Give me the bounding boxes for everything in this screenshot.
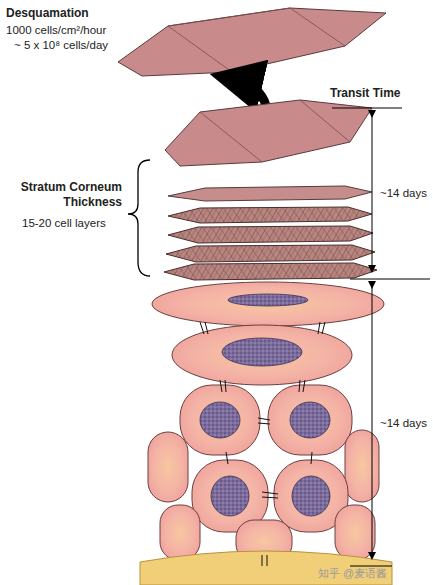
layer-count: 15-20 cell layers [22, 216, 106, 230]
duration-label: ~14 days [380, 186, 427, 200]
scale-title: Transit Time [330, 86, 400, 101]
rate-note: 1000 cells/cm²/hour [6, 23, 106, 37]
process-title: Desquamation [6, 6, 89, 21]
rate-note: ~ 5 x 10⁸ cells/day [14, 38, 108, 52]
duration-label: ~14 days [380, 416, 427, 430]
layer-name: Stratum Corneum Thickness [8, 180, 122, 210]
watermark: 知乎 @麦语酱 [318, 567, 387, 581]
